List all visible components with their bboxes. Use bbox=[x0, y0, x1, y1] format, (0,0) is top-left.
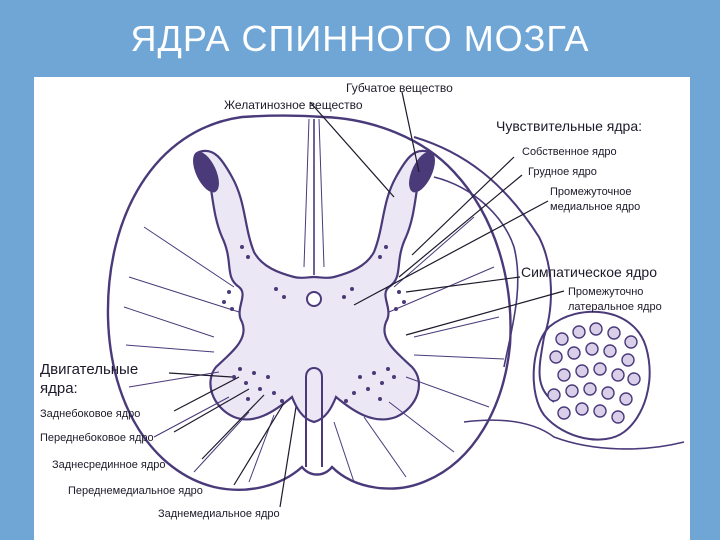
slide-title: ЯДРА СПИННОГО МОЗГА bbox=[130, 18, 590, 59]
motor-item-anteromedial: Переднемедиальное ядро bbox=[68, 485, 203, 497]
motor-item-retrodorsal: Заднесрединное ядро bbox=[52, 459, 165, 471]
motor-item-anterolateral: Переднебоковое ядро bbox=[40, 432, 154, 444]
central-canal bbox=[306, 291, 322, 307]
nerve-root-upper bbox=[413, 136, 555, 403]
motor-item-posterolateral: Заднебоковое ядро bbox=[40, 408, 140, 420]
spinal-cord-figure: Губчатое вещество Желатинозное вещество … bbox=[34, 77, 690, 540]
nucleus-dots bbox=[222, 245, 406, 403]
dorsal-horn-tips bbox=[193, 151, 435, 193]
sensory-item-thoracic: Грудное ядро bbox=[528, 166, 597, 178]
grey-matter bbox=[197, 149, 431, 424]
label-spongy-substance: Губчатое вещество bbox=[346, 81, 453, 95]
sensory-item-proper: Собственное ядро bbox=[522, 146, 617, 158]
nerve-root-lower bbox=[433, 176, 519, 368]
sympathetic-item-2: латеральное ядро bbox=[568, 301, 662, 313]
leader-lines bbox=[168, 91, 565, 508]
motor-item-posteromedial: Заднемедиальное ядро bbox=[158, 508, 280, 520]
sensory-item-intermediate-1: Промежуточное bbox=[550, 186, 632, 198]
white-matter-fibers bbox=[123, 216, 505, 483]
sympathetic-item-1: Промежуточно bbox=[568, 286, 643, 298]
spinal-cord-diagram: Губчатое вещество Желатинозное вещество … bbox=[40, 81, 685, 520]
cord-outline bbox=[106, 114, 512, 491]
motor-header-1: Двигательные bbox=[40, 361, 138, 378]
sympathetic-header: Симпатическое ядро bbox=[521, 264, 657, 280]
motor-header-2: ядра: bbox=[40, 380, 78, 397]
nerve-root-bottom bbox=[463, 419, 685, 450]
posterior-columns bbox=[303, 118, 325, 268]
ganglion bbox=[532, 310, 651, 441]
sensory-header: Чувствительные ядра: bbox=[496, 118, 642, 134]
label-gelatinous-substance: Желатинозное вещество bbox=[224, 98, 363, 112]
sensory-item-intermediate-2: медиальное ядро bbox=[550, 201, 640, 213]
anterior-median-fissure bbox=[305, 367, 323, 467]
